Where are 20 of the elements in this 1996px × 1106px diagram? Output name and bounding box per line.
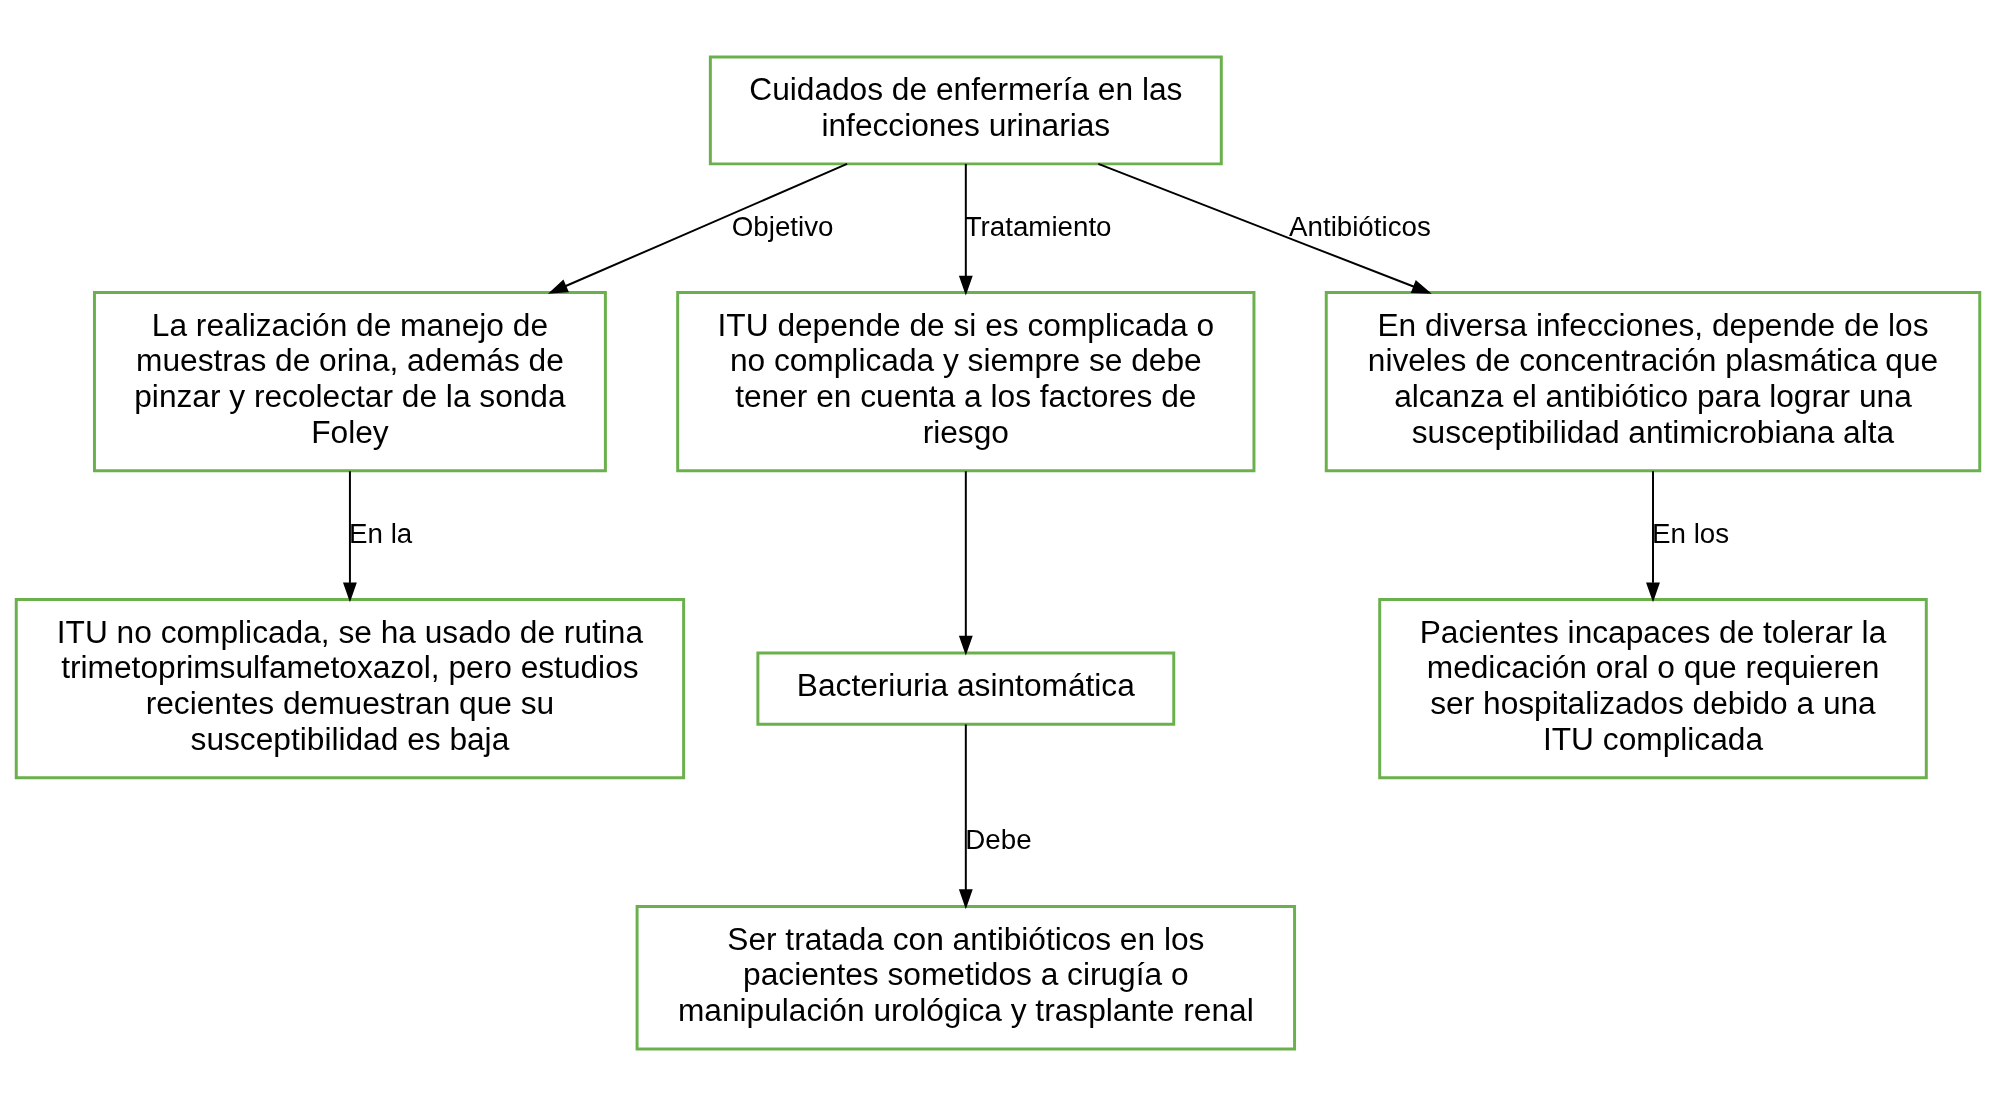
edge-label: En la (349, 517, 413, 549)
edge-label: Objetivo (731, 210, 834, 242)
arrow (958, 723, 973, 910)
node-box: ITU depende de si es complicada o no complicada y siempre se debe tener en cuenta a los factores de riesgo (676, 291, 1256, 473)
arrow (1646, 470, 1660, 603)
arrow (958, 470, 973, 656)
node-box: Bacteriuria asintomática (756, 651, 1176, 726)
edge-label: En los (1652, 517, 1730, 549)
edge-label: Antibióticos (1289, 210, 1431, 242)
node-box: La realización de manejo de muestras de orina, además de pinzar y recolectar de la sonda Foley (92, 291, 607, 473)
arrow (548, 162, 849, 294)
arrow (343, 470, 357, 603)
node-box: En diversa infecciones, depende de los niveles de concentración plasmática que alcanza el antibiótico para lograr una susceptibilidad antimicrobiana alta (1324, 291, 1982, 473)
node-box: Cuidados de enfermería en las infecciones urinarias (708, 55, 1223, 166)
edge-label: Debe (965, 824, 1032, 856)
node-box: Pacientes incapaces de tolerar la medicación oral o que requieren ser hospitalizados debido a una ITU complicada (1378, 598, 1928, 780)
arrow (958, 162, 973, 296)
arrow (1097, 162, 1432, 294)
node-box: Ser tratada con antibióticos en los pacientes sometidos a cirugía o manipulación urológica y trasplante renal (635, 905, 1297, 1051)
node-box: ITU no complicada, se ha usado de rutina trimetoprimsulfametoxazol, pero estudios recientes demuestran que su susceptibilidad es baja (14, 598, 686, 780)
